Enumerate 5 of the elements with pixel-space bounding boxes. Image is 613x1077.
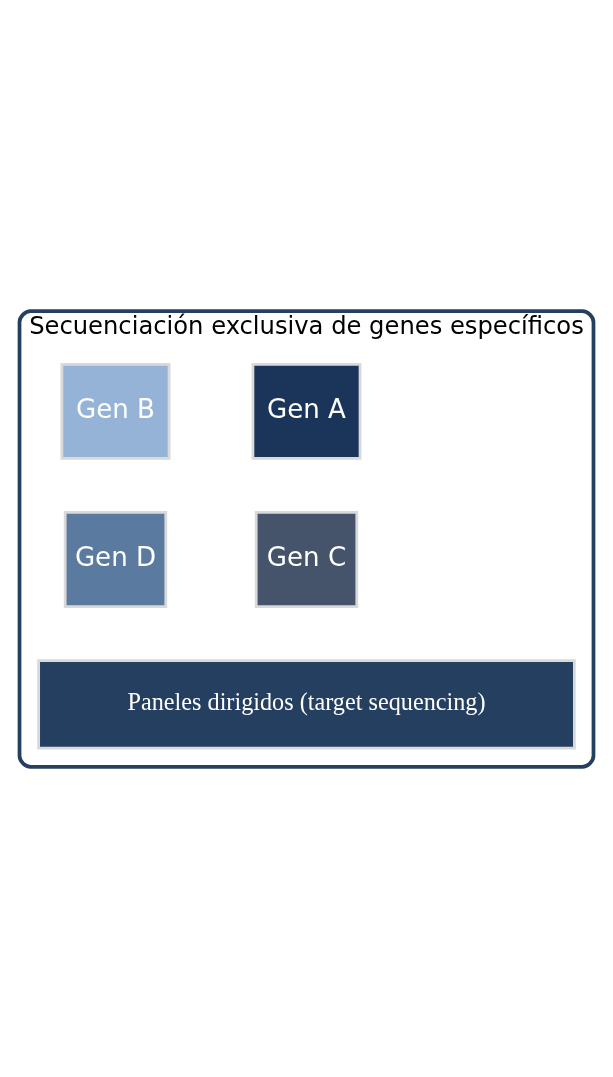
node-box: Gen A bbox=[251, 362, 362, 460]
node-box: Gen B bbox=[60, 362, 171, 460]
node-box: Gen D bbox=[63, 510, 168, 608]
node-box: Paneles dirigidos (target sequencing) bbox=[37, 658, 576, 750]
node-box: Gen C bbox=[254, 510, 359, 608]
